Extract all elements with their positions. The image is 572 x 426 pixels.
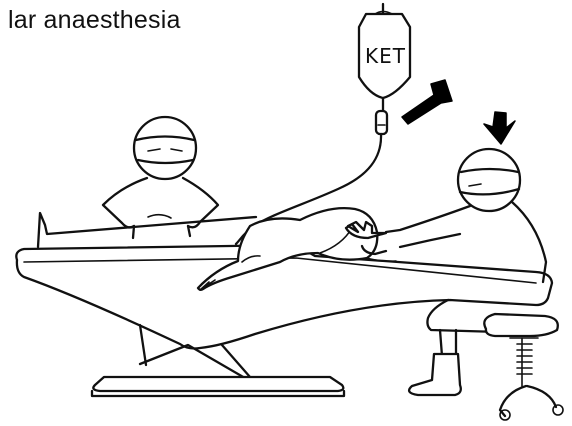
arrow-pointing-to-assistant — [484, 112, 515, 144]
iv-bag-label: KET — [365, 44, 406, 68]
iv-bag: KET — [359, 4, 410, 112]
arrow-pointing-to-drip — [402, 80, 452, 124]
surgeon-figure — [103, 117, 218, 238]
drip-chamber — [376, 111, 387, 134]
